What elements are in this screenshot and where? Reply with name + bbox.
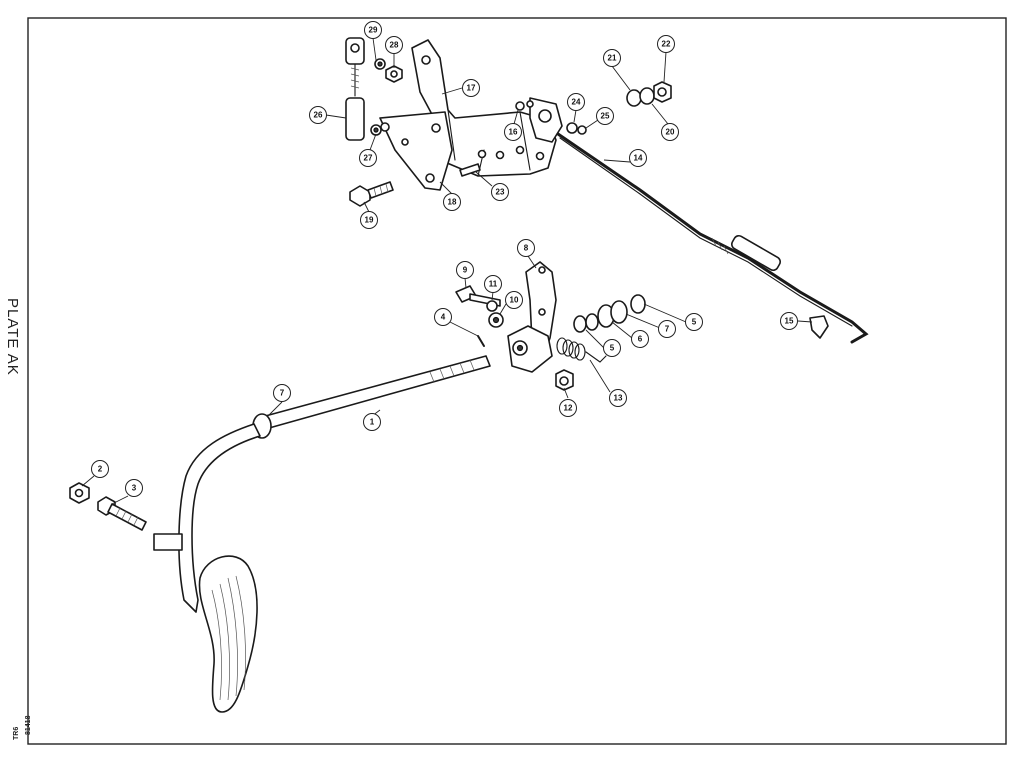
callout-7a: 7 <box>658 320 676 338</box>
pedal-pad-ribs <box>211 575 246 701</box>
pin-23 <box>459 163 481 177</box>
callout-24: 24 <box>567 93 585 111</box>
callout-23: 23 <box>491 183 509 201</box>
svg-text:20: 20 <box>666 128 675 137</box>
callout-7b: 7 <box>273 384 291 402</box>
svg-text:17: 17 <box>467 84 476 93</box>
svg-text:18: 18 <box>448 198 457 207</box>
svg-text:26: 26 <box>314 111 323 120</box>
svg-text:14: 14 <box>634 154 643 163</box>
callout-18: 18 <box>443 193 461 211</box>
svg-text:16: 16 <box>509 128 518 137</box>
callout-28: 28 <box>385 36 403 54</box>
clip-15 <box>809 315 829 339</box>
split-pin-4 <box>477 335 485 347</box>
svg-text:7: 7 <box>665 325 670 334</box>
drawing-number: 81418 <box>25 715 32 735</box>
callout-20: 20 <box>661 123 679 141</box>
callout-10: 10 <box>505 291 523 309</box>
svg-text:10: 10 <box>510 296 519 305</box>
callout-29: 29 <box>364 21 382 39</box>
washer-20 <box>639 87 655 105</box>
pedal-arm <box>178 423 261 613</box>
svg-text:8: 8 <box>524 244 529 253</box>
callout-15: 15 <box>780 312 798 330</box>
drawing-frame <box>27 17 1007 745</box>
callout-5a: 5 <box>685 313 703 331</box>
leader-lines <box>81 37 813 505</box>
callout-3: 3 <box>125 479 143 497</box>
svg-text:5: 5 <box>610 344 615 353</box>
callout-9: 9 <box>456 261 474 279</box>
callout-4: 4 <box>434 308 452 326</box>
svg-text:21: 21 <box>608 54 617 63</box>
svg-text:24: 24 <box>572 98 581 107</box>
svg-text:13: 13 <box>614 394 623 403</box>
model-code: TR6 <box>13 727 20 740</box>
callout-5b: 5 <box>603 339 621 357</box>
bolt-19 <box>349 185 371 207</box>
callout-6: 6 <box>631 330 649 348</box>
svg-text:27: 27 <box>364 154 373 163</box>
washer-21 <box>626 89 642 107</box>
washer-5a <box>573 315 587 333</box>
svg-text:1: 1 <box>370 418 375 427</box>
callout-22: 22 <box>657 35 675 53</box>
svg-text:4: 4 <box>441 313 446 322</box>
svg-text:19: 19 <box>365 216 374 225</box>
cable-sleeve <box>731 234 781 272</box>
svg-text:15: 15 <box>785 317 794 326</box>
svg-text:12: 12 <box>564 404 573 413</box>
callout-17: 17 <box>462 79 480 97</box>
spring-13 <box>556 337 607 363</box>
washer-7a <box>630 294 646 314</box>
callout-19: 19 <box>360 211 378 229</box>
svg-text:9: 9 <box>463 266 468 275</box>
plate-label: PLATE AK <box>4 298 21 376</box>
callout-26: 26 <box>309 106 327 124</box>
washer-11 <box>486 300 498 312</box>
callout-11: 11 <box>484 275 502 293</box>
svg-text:28: 28 <box>390 41 399 50</box>
svg-text:7: 7 <box>280 389 285 398</box>
mounting-plate-18 <box>379 111 453 191</box>
svg-text:22: 22 <box>662 40 671 49</box>
svg-text:23: 23 <box>496 188 505 197</box>
connector-26 <box>345 97 365 141</box>
svg-text:2: 2 <box>98 465 103 474</box>
callout-8: 8 <box>517 239 535 257</box>
callout-12: 12 <box>559 399 577 417</box>
callout-2: 2 <box>91 460 109 478</box>
callout-27: 27 <box>359 149 377 167</box>
pivot-lever <box>507 325 553 373</box>
svg-text:29: 29 <box>369 26 378 35</box>
callout-21: 21 <box>603 49 621 67</box>
throttle-rod-14 <box>556 132 869 344</box>
svg-text:25: 25 <box>601 112 610 121</box>
callout-1: 1 <box>363 413 381 431</box>
svg-text:5: 5 <box>692 318 697 327</box>
svg-text:11: 11 <box>489 280 498 289</box>
stop-pad <box>153 533 183 551</box>
callout-25: 25 <box>596 107 614 125</box>
callout-13: 13 <box>609 389 627 407</box>
svg-text:6: 6 <box>638 335 643 344</box>
callout-14: 14 <box>629 149 647 167</box>
callout-16: 16 <box>504 123 522 141</box>
svg-text:3: 3 <box>132 484 137 493</box>
